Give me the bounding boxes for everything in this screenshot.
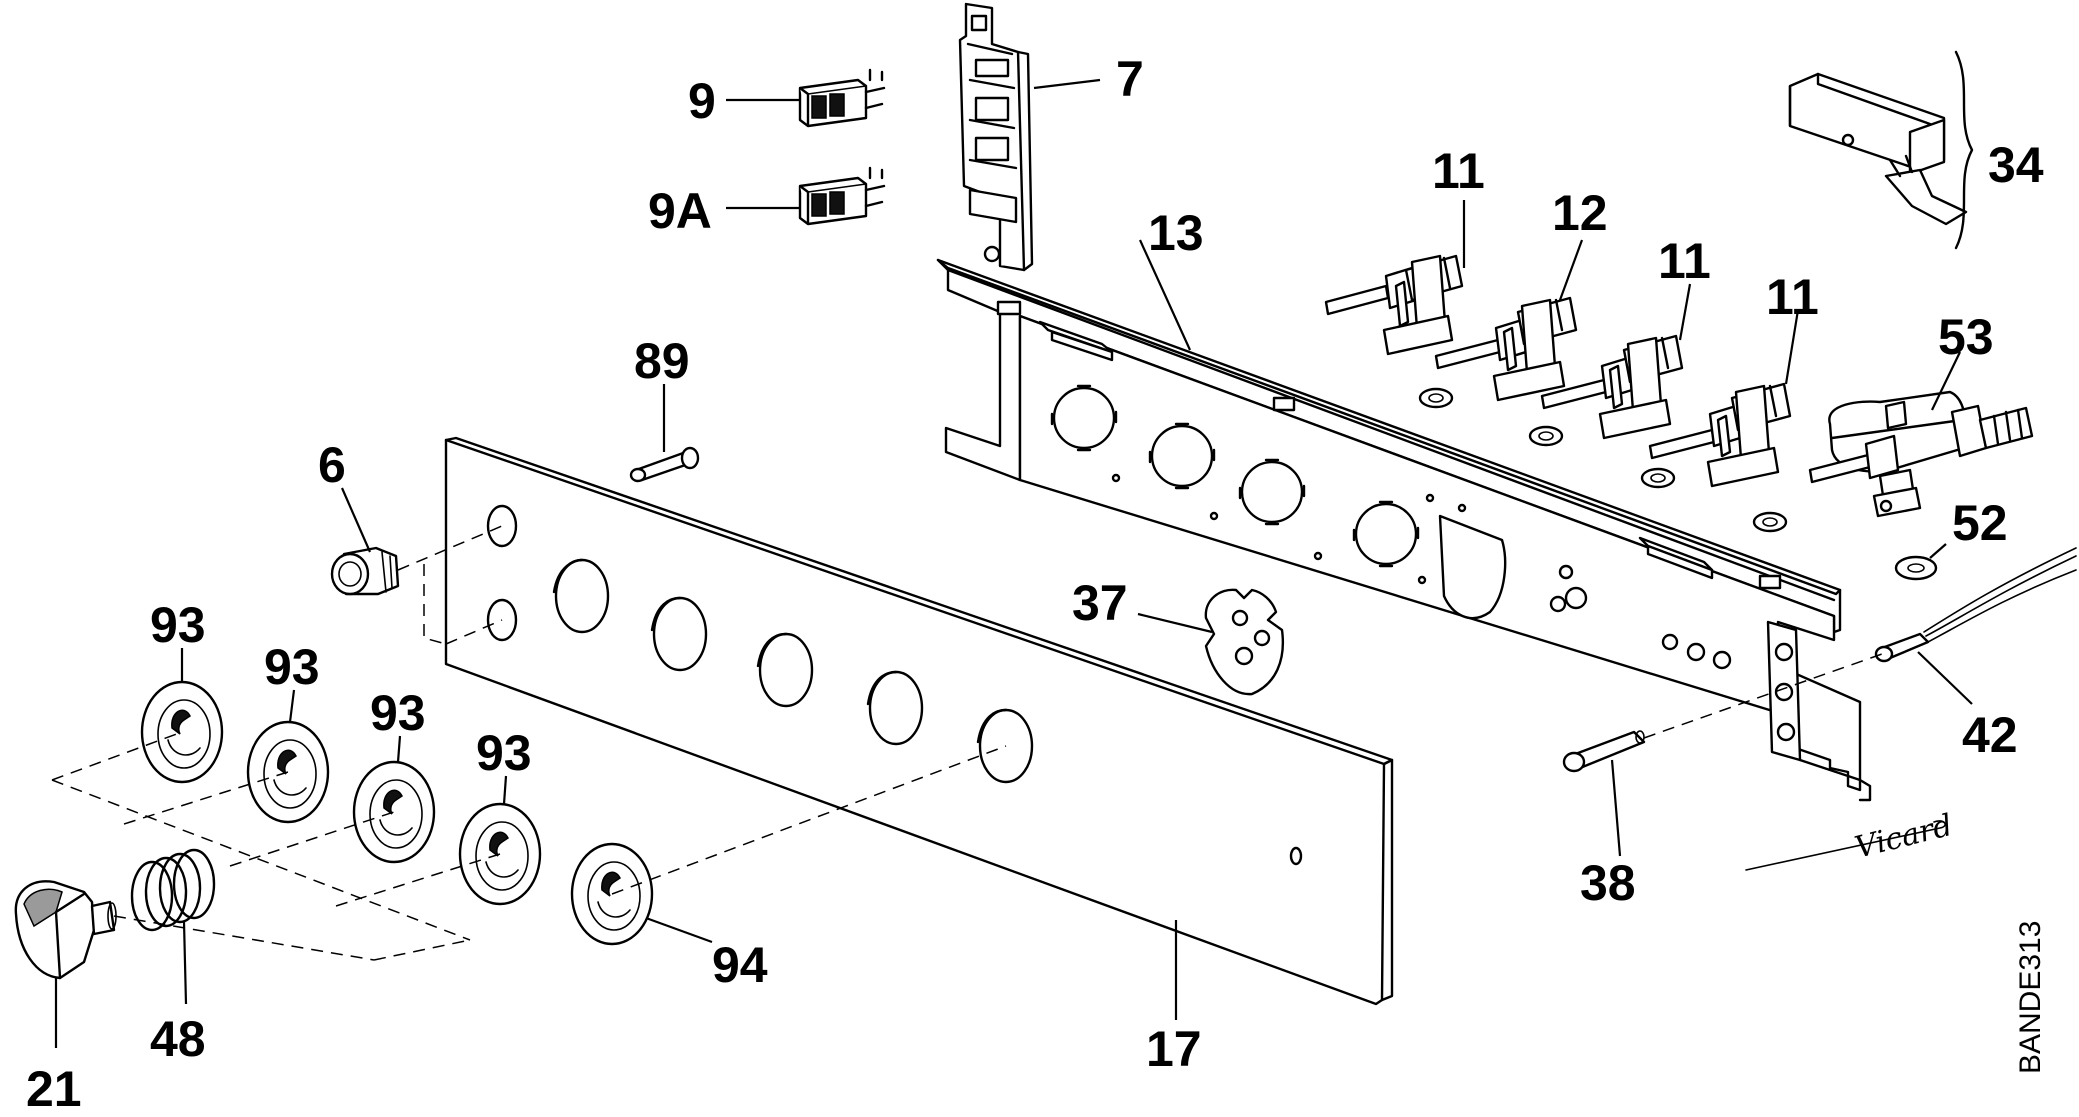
part-89-pin — [629, 446, 700, 483]
part-93-bezel-d — [458, 802, 542, 906]
label-89: 89 — [634, 333, 690, 389]
part-93-bezel-b — [246, 720, 330, 824]
tap-washers — [1418, 387, 1788, 533]
label-93-b: 93 — [264, 639, 320, 695]
part-93-bezel-a — [140, 680, 224, 784]
label-6: 6 — [318, 437, 346, 493]
label-12: 12 — [1552, 185, 1608, 241]
part-12-tap — [1434, 296, 1578, 402]
label-53: 53 — [1938, 309, 1994, 365]
leader-lines — [54, 78, 1973, 1048]
drawing-code: BANDE313 — [2014, 921, 2047, 1074]
part-53-thermostat-valve — [1808, 390, 2034, 518]
label-11-c: 11 — [1766, 269, 1819, 325]
part-42-probe — [1874, 547, 2077, 663]
label-13: 13 — [1148, 205, 1204, 261]
label-17: 17 — [1146, 1021, 1202, 1077]
part-48-spring — [130, 848, 216, 932]
part-37-plate — [1204, 588, 1284, 696]
signature-mark: Vicard — [1745, 808, 1956, 871]
label-38: 38 — [1580, 855, 1636, 911]
label-93-d: 93 — [476, 725, 532, 781]
part-11-tap-c — [1648, 382, 1792, 488]
label-34: 34 — [1988, 137, 2044, 193]
label-21: 21 — [26, 1061, 82, 1117]
label-93-c: 93 — [370, 685, 426, 741]
part-13-frame — [936, 258, 1872, 802]
label-7: 7 — [1116, 51, 1144, 107]
part-6-indicator-lamp — [330, 546, 400, 596]
part-52-washer — [1894, 555, 1938, 581]
label-42: 42 — [1962, 707, 2018, 763]
part-34-clamp — [1788, 50, 1974, 250]
assembly-dashed-lines — [51, 525, 1883, 961]
part-11-tap-a — [1324, 254, 1464, 356]
label-93-a: 93 — [150, 597, 206, 653]
part-7-bracket — [958, 2, 1034, 272]
part-17-fascia — [444, 436, 1394, 1006]
part-11-tap-b — [1540, 334, 1684, 440]
part-labels: 9 9A 7 34 13 11 12 11 11 53 52 42 89 6 3… — [26, 51, 2044, 1117]
part-9-switch — [798, 68, 886, 128]
part-9a-switch — [798, 166, 886, 226]
label-9: 9 — [688, 73, 716, 129]
part-93-bezel-c — [352, 760, 436, 864]
label-94: 94 — [712, 937, 768, 993]
signature-text: Vicard — [1851, 808, 1955, 866]
label-48: 48 — [150, 1011, 206, 1067]
label-11-b: 11 — [1658, 233, 1711, 289]
label-9a: 9A — [648, 183, 712, 239]
label-37: 37 — [1072, 575, 1128, 631]
part-21-knob — [14, 880, 117, 980]
label-11-a: 11 — [1432, 143, 1485, 199]
part-38-pin — [1562, 730, 1646, 773]
label-52: 52 — [1952, 495, 2008, 551]
